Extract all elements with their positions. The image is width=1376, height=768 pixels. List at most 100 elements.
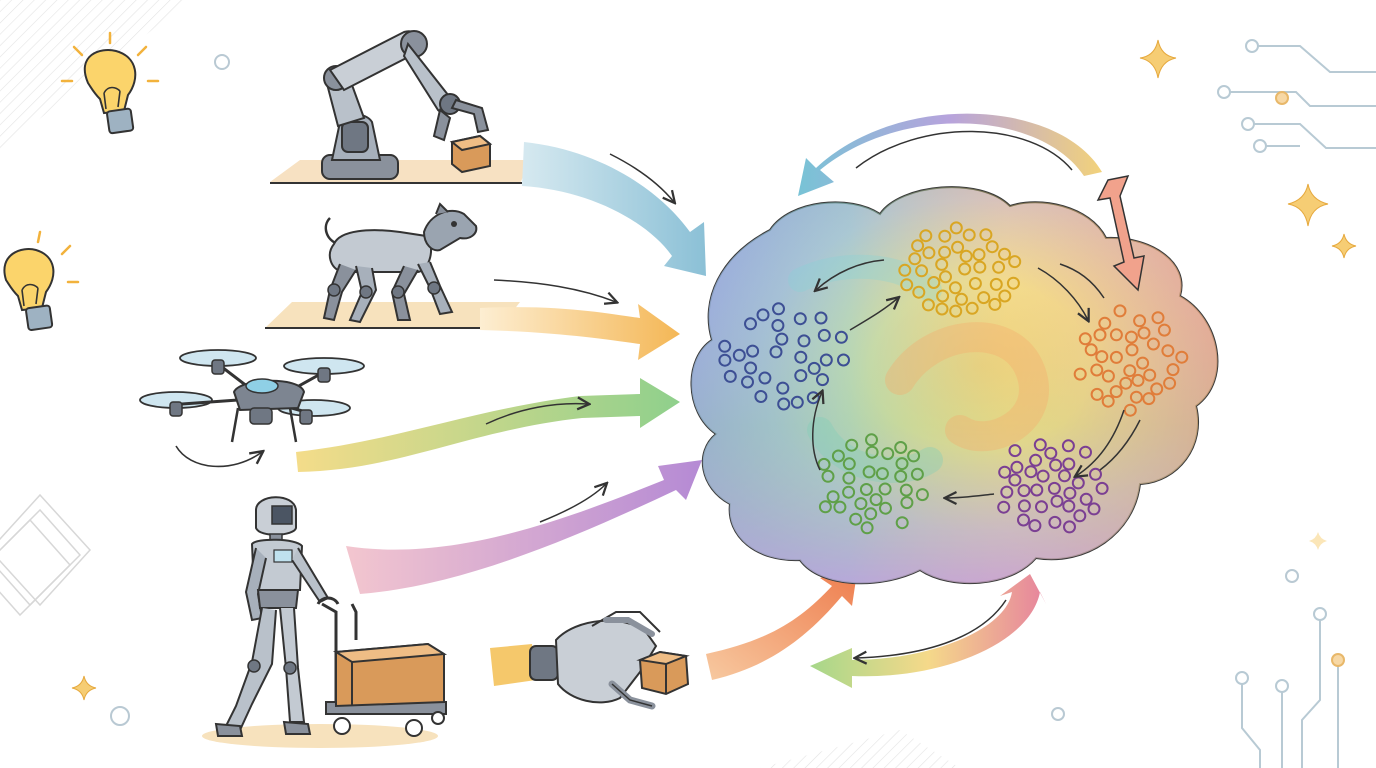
- cluster-dot: [895, 516, 909, 530]
- arrow-robotic-arm: [522, 142, 706, 276]
- cluster-dot: [1125, 343, 1139, 357]
- cluster-green: [817, 433, 929, 535]
- cluster-dot: [998, 465, 1012, 479]
- cluster-dot: [879, 501, 892, 515]
- cluster-dot: [1017, 513, 1030, 527]
- cluster-dot: [894, 469, 908, 483]
- cluster-dot: [865, 433, 878, 447]
- cluster-dot: [1109, 328, 1123, 342]
- cluster-dot: [998, 247, 1011, 261]
- cluster-dot: [988, 297, 1002, 311]
- cluster-dot: [985, 240, 999, 254]
- cluster-dot: [831, 449, 845, 463]
- cluster-dot: [1063, 486, 1077, 500]
- arrow-drone: [296, 378, 680, 472]
- cluster-dot: [962, 228, 976, 242]
- cluster-dot: [1024, 465, 1038, 479]
- cluster-dot: [1093, 328, 1107, 342]
- cluster-dot: [949, 221, 963, 235]
- cluster-dot: [900, 496, 914, 510]
- cluster-group: [718, 221, 1189, 535]
- cluster-dot: [775, 332, 789, 346]
- cluster-dot: [1113, 304, 1127, 318]
- cluster-dot: [875, 467, 889, 481]
- cluster-dot: [1073, 367, 1087, 381]
- cluster-dot: [1017, 484, 1031, 498]
- cluster-dot: [1137, 326, 1151, 340]
- cluster-dot: [1073, 509, 1087, 523]
- cluster-dot: [862, 465, 876, 479]
- cluster-dot: [816, 373, 829, 387]
- cluster-dot: [854, 497, 868, 511]
- cluster-dot: [1123, 403, 1137, 417]
- cluster-dot: [723, 369, 737, 383]
- cluster-dot: [741, 375, 754, 389]
- cluster-dot: [1049, 458, 1063, 472]
- cluster-dot: [908, 252, 922, 266]
- cluster-dot: [1129, 390, 1143, 404]
- cluster-dot: [1079, 492, 1093, 506]
- cluster-dot: [1006, 276, 1020, 290]
- top-feedback-arrow: [798, 113, 1102, 196]
- cluster-dot: [1084, 343, 1098, 357]
- cluster-dot: [935, 257, 949, 271]
- cluster-dot: [837, 353, 850, 367]
- cluster-dot: [972, 248, 986, 262]
- cluster-dot: [1143, 368, 1157, 382]
- cluster-dot: [1036, 469, 1050, 483]
- cluster-dot: [817, 457, 831, 471]
- cluster-purple: [997, 438, 1109, 534]
- bottom-feedback-arrow: [810, 574, 1046, 688]
- cluster-dot: [989, 277, 1003, 291]
- cluster-dot: [895, 457, 909, 471]
- cluster-dot: [772, 302, 785, 316]
- cluster-dot: [1000, 485, 1014, 499]
- cluster-dot: [938, 245, 952, 259]
- cluster-dot: [1133, 314, 1147, 328]
- lightbulb-icon: [60, 31, 160, 135]
- cluster-dot: [869, 493, 883, 507]
- cluster-dot: [1050, 494, 1064, 508]
- cluster-dot: [814, 311, 828, 325]
- cluster-dot: [1123, 364, 1137, 378]
- cluster-dot: [1136, 356, 1150, 370]
- cluster-dot: [922, 246, 936, 260]
- arrow-humanoid: [346, 460, 702, 594]
- cluster-dot: [1030, 483, 1044, 497]
- cluster-dot: [900, 278, 914, 292]
- cluster-dot: [910, 467, 924, 481]
- cluster-dot: [1175, 350, 1189, 364]
- cluster-dot: [938, 229, 952, 243]
- cluster-dot: [948, 281, 962, 295]
- cluster-dot: [881, 447, 895, 461]
- cluster-dot: [777, 397, 791, 411]
- cluster-dot: [919, 229, 933, 243]
- diamond-decoration: [0, 493, 92, 617]
- cluster-dot: [915, 264, 929, 278]
- arrow-robot-hand: [706, 566, 858, 680]
- cluster-dot: [744, 361, 758, 375]
- cluster-dot: [1035, 500, 1048, 514]
- robotic-arm-icon: [270, 30, 530, 184]
- cluster-dot: [771, 319, 785, 332]
- cluster-dot: [1010, 460, 1024, 474]
- cluster-dot: [1044, 446, 1058, 460]
- cluster-dot: [998, 289, 1012, 303]
- cluster-dot: [744, 317, 757, 331]
- cluster-dot: [936, 289, 950, 303]
- cluster-dot: [1124, 330, 1138, 344]
- cluster-dot: [817, 328, 831, 342]
- cluster-dot: [794, 369, 808, 383]
- cluster-dot: [955, 292, 968, 306]
- cluster-dot: [776, 381, 790, 395]
- cluster-dot: [1161, 344, 1175, 358]
- circuit-icon: [1235, 607, 1345, 768]
- humanoid-robot-icon: [202, 496, 448, 748]
- cluster-dot: [746, 344, 760, 358]
- cluster-dot: [1109, 350, 1123, 364]
- cluster-dot: [973, 260, 987, 274]
- cluster-dot: [1146, 337, 1160, 351]
- cluster-dot: [959, 249, 973, 263]
- cluster-dot: [842, 471, 856, 485]
- cluster-dot: [807, 361, 821, 375]
